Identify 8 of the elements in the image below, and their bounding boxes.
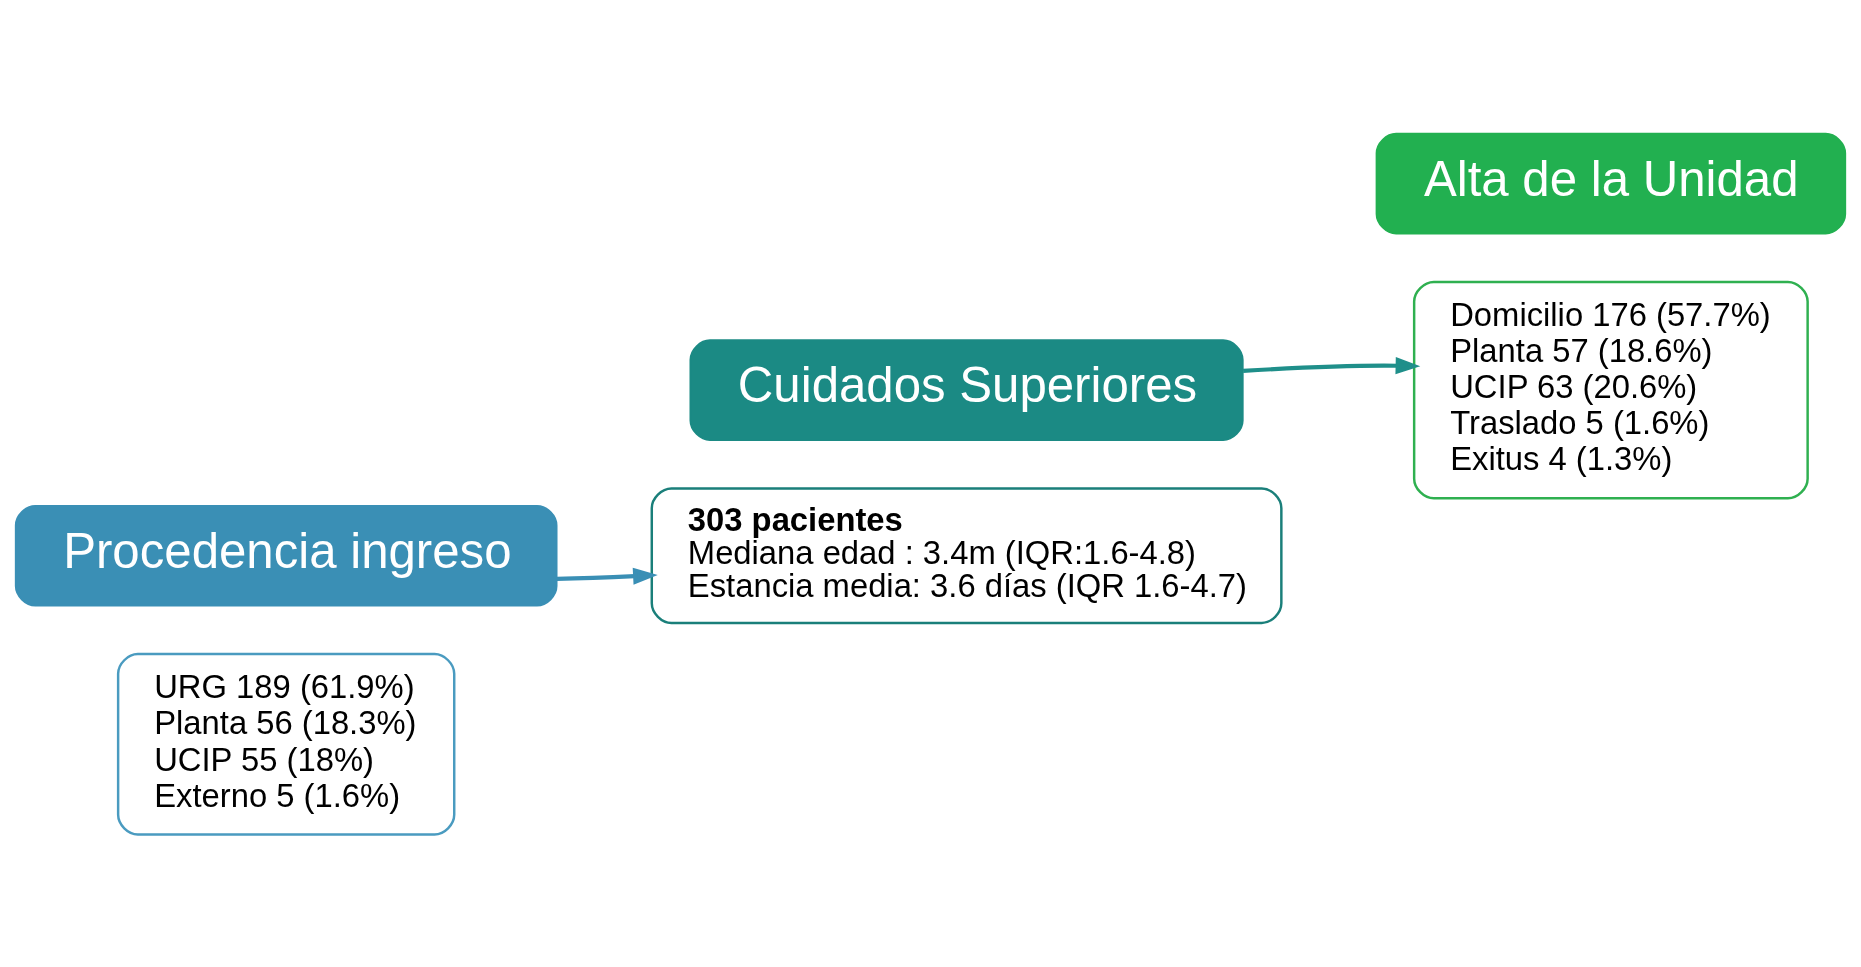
node-box: URG 189 (61.9%) Planta 56 (18.3%) UCIP 55 (18%) Externo 5 (1.6%) xyxy=(116,652,456,836)
node-box: Domicilio 176 (57.7%) Planta 57 (18.6%) UCIP 63 (20.6%) Traslado 5 (1.6%) Exitus 4 (1.3%) xyxy=(1412,280,1809,500)
arrow xyxy=(556,567,658,585)
arrow xyxy=(1243,356,1421,374)
node-box: Alta de la Unidad xyxy=(1375,132,1847,234)
node-box: 303 pacientes Mediana edad : 3.4m (IQR:1.6-4.8) Estancia media: 3.6 días (IQR 1.6-4.7) xyxy=(650,486,1283,624)
node-box: Procedencia ingreso xyxy=(14,504,558,607)
node-box: Cuidados Superiores xyxy=(689,338,1244,441)
